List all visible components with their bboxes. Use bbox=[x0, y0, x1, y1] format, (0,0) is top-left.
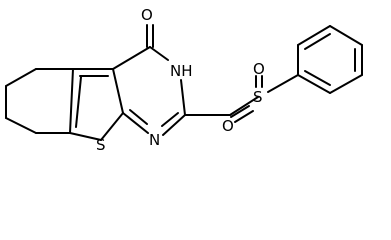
thiophene-ring bbox=[69, 68, 124, 141]
cyclohexene-ring bbox=[5, 68, 74, 134]
carbonyl-oxygen-label: O bbox=[141, 6, 153, 24]
carbonyl-group bbox=[146, 24, 154, 48]
sulfonyl-oxygen-bottom-label: O bbox=[222, 117, 234, 135]
phenyl-ring bbox=[297, 25, 363, 94]
sulfonyl-phenyl-bond bbox=[267, 74, 299, 93]
chemical-structure: O NH N S S O O bbox=[5, 6, 363, 152]
sulfonyl-sulfur-label: S bbox=[253, 88, 263, 106]
atom-labels: O NH N S S O O bbox=[96, 6, 265, 152]
sulfonyl-oxygen-left-label: O bbox=[253, 60, 265, 78]
n3-label: N bbox=[149, 131, 160, 149]
nh-label: NH bbox=[170, 62, 193, 80]
pyrimidinone-ring bbox=[112, 46, 186, 136]
methylene-sulfonyl-linker bbox=[184, 75, 263, 123]
thiophene-sulfur-label: S bbox=[96, 136, 106, 152]
